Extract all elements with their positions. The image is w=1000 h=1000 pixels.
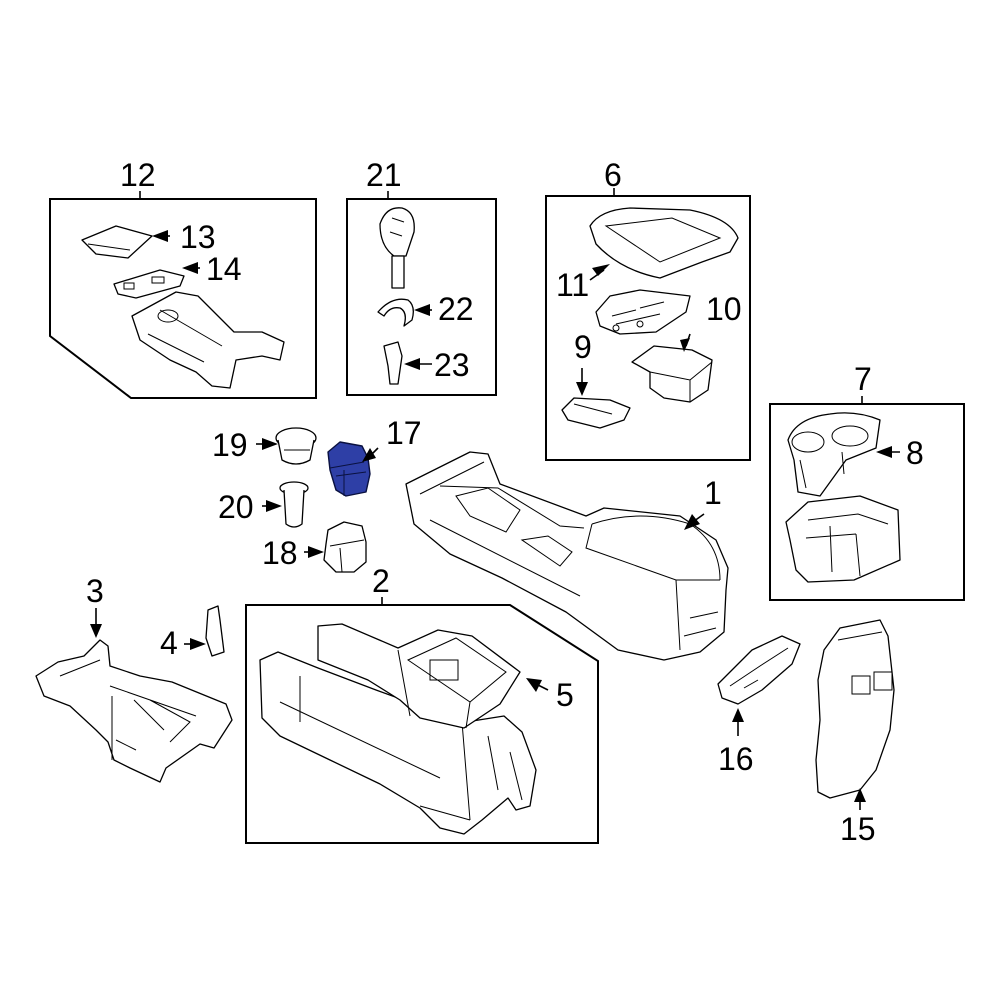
part-10-bin[interactable] (595, 289, 713, 403)
part-7-cup-holder[interactable] (785, 495, 901, 583)
callout-17: 17 (386, 415, 422, 451)
group-2 (245, 597, 599, 844)
part-17-switch-highlighted[interactable] (327, 441, 371, 497)
part-8-cup-insert[interactable] (787, 412, 881, 497)
callout-11: 11 (556, 267, 589, 303)
group-12 (49, 191, 317, 399)
callout-7: 7 (854, 361, 872, 397)
part-5-bin[interactable] (317, 623, 521, 729)
callout-labels: 12 13 14 21 22 23 6 11 10 9 7 8 19 17 20… (86, 157, 924, 847)
callout-23: 23 (434, 347, 470, 383)
callout-2: 2 (372, 563, 390, 599)
callout-19: 19 (212, 427, 248, 463)
part-3-bracket[interactable] (35, 639, 233, 783)
part-18-switch[interactable] (323, 521, 367, 573)
callout-20: 20 (218, 489, 254, 525)
callout-3: 3 (86, 573, 104, 609)
part-11-lid[interactable] (589, 207, 739, 279)
part-20-sleeve[interactable] (279, 481, 309, 528)
part-22-clip[interactable] (377, 298, 414, 327)
callout-5: 5 (556, 677, 574, 713)
group-21 (346, 191, 497, 396)
group-7 (769, 396, 965, 601)
group-6 (545, 188, 751, 461)
callout-18: 18 (262, 535, 298, 571)
group-6-box (545, 195, 751, 461)
callout-12: 12 (120, 157, 156, 193)
callout-14: 14 (206, 251, 242, 287)
group-2-box (245, 604, 599, 844)
part-2-lower-console[interactable] (259, 651, 537, 835)
part-23-boot[interactable] (383, 341, 403, 385)
part-14[interactable] (113, 269, 185, 299)
callout-21: 21 (366, 157, 402, 193)
part-13[interactable] (81, 225, 153, 259)
part-15-rear-panel[interactable] (815, 619, 895, 799)
callout-8: 8 (906, 435, 924, 471)
callout-16: 16 (718, 741, 754, 777)
callout-15: 15 (840, 811, 876, 847)
group-12-box (49, 198, 317, 399)
callout-13: 13 (180, 219, 216, 255)
part-1-console[interactable] (405, 451, 729, 661)
callout-9: 9 (574, 329, 592, 365)
callout-22: 22 (438, 291, 474, 327)
callout-4: 4 (160, 625, 178, 661)
group-21-box (346, 198, 497, 396)
callout-10: 10 (706, 291, 742, 327)
callout-1: 1 (704, 475, 722, 511)
part-21-shift-knob[interactable] (379, 207, 415, 289)
part-12-bezel[interactable] (131, 291, 285, 389)
part-19-socket[interactable] (275, 427, 317, 465)
part-9-tray[interactable] (561, 397, 631, 429)
callout-6: 6 (604, 157, 622, 193)
group-7-box (769, 403, 965, 601)
part-16-trim[interactable] (717, 635, 801, 705)
part-4-clip[interactable] (205, 605, 225, 657)
